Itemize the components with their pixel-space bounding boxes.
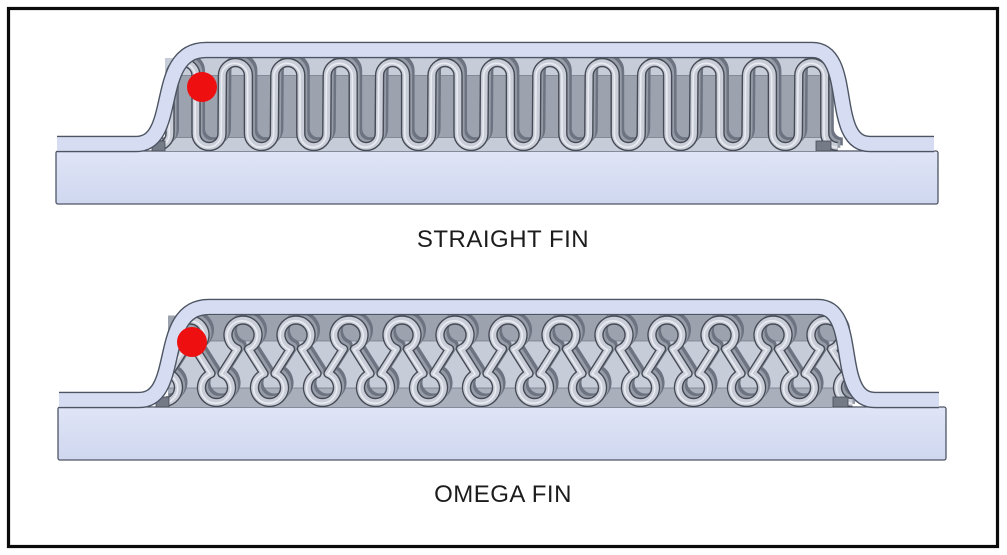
straight-fin-pattern [156, 53, 844, 152]
cover-plate [57, 43, 934, 151]
red-marker-dot [177, 327, 207, 357]
red-marker-dot [187, 72, 217, 102]
figure-omega-fin: OMEGA FIN [57, 298, 947, 508]
fin-end-stub-right [815, 140, 832, 152]
cover-plate [59, 300, 939, 407]
fin-highlight [162, 320, 852, 405]
figure-caption: STRAIGHT FIN [417, 226, 589, 253]
figure-straight-fin: STRAIGHT FIN [55, 41, 939, 253]
figure-caption: OMEGA FIN [434, 481, 572, 508]
fin-end-stub-right [832, 396, 849, 408]
base-plate [57, 406, 947, 461]
base-plate [55, 150, 939, 205]
fin-highlight [156, 62, 838, 149]
